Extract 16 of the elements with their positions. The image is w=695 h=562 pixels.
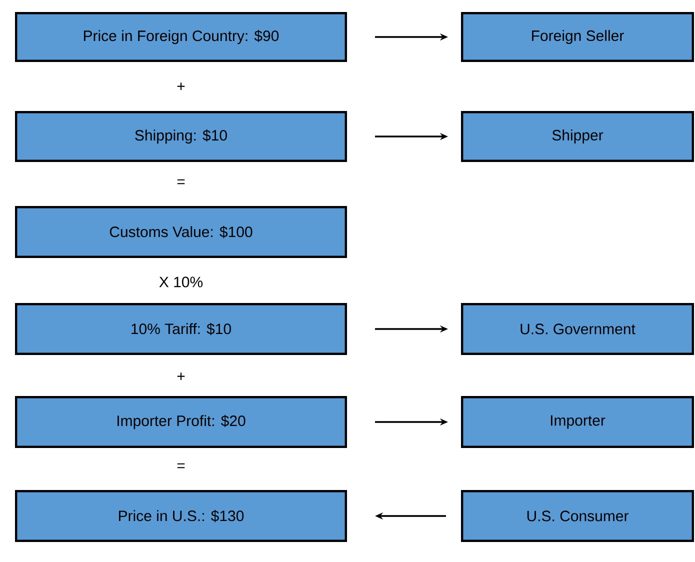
operator-label: X 10%: [159, 276, 203, 288]
operator-label: +: [177, 372, 185, 380]
process-box: Price in U.S.: $130: [15, 490, 347, 542]
process-box: U.S. Government: [461, 303, 694, 355]
process-box: Foreign Seller: [461, 12, 694, 62]
process-box: U.S. Consumer: [461, 490, 694, 542]
process-box: Importer: [461, 396, 694, 448]
operator-label: =: [177, 179, 185, 184]
process-box: Importer Profit: $20: [15, 396, 347, 448]
operator-label: =: [177, 463, 185, 468]
operator-label: +: [177, 82, 185, 90]
process-box: 10% Tariff: $10: [15, 303, 347, 355]
process-box: Shipping: $10: [15, 111, 347, 162]
process-box: Customs Value: $100: [15, 206, 347, 258]
process-box: Price in Foreign Country: $90: [15, 12, 347, 62]
process-box: Shipper: [461, 111, 694, 162]
